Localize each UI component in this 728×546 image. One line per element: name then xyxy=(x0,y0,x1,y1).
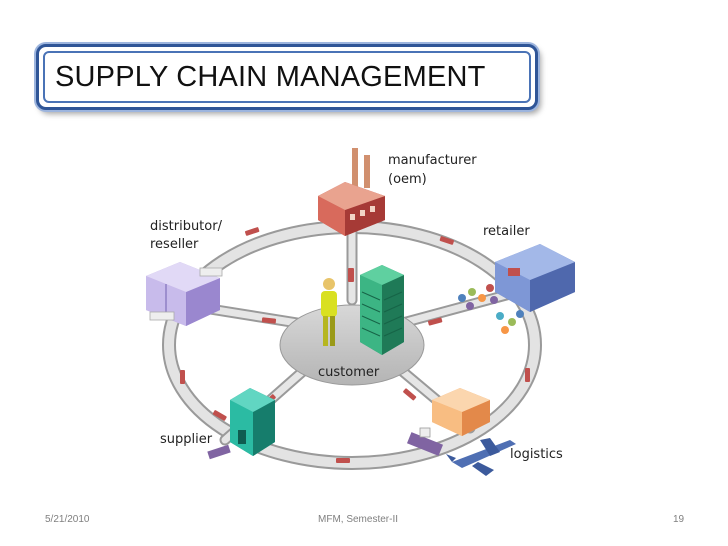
title-box: SUPPLY CHAIN MANAGEMENT xyxy=(36,44,538,110)
truck-icon xyxy=(406,388,490,456)
footer-date: 5/21/2010 xyxy=(45,514,90,525)
airplane-icon xyxy=(446,438,516,476)
diagram-labels: manufacturer (oem) retailer distributor/… xyxy=(150,153,563,462)
manufacturer-sublabel: (oem) xyxy=(388,172,427,187)
shopping-crowd-icon xyxy=(458,284,524,334)
slide-title: SUPPLY CHAIN MANAGEMENT xyxy=(55,61,486,93)
store-icon xyxy=(495,244,575,312)
factory-icon xyxy=(318,148,385,236)
supplier-label: supplier xyxy=(160,432,213,447)
manufacturer-label: manufacturer xyxy=(388,153,477,168)
title-inner-border xyxy=(43,51,531,103)
distributor-sublabel: reseller xyxy=(150,237,199,252)
retailer-label: retailer xyxy=(483,224,530,239)
logistics-label: logistics xyxy=(510,447,563,462)
office-building-icon xyxy=(360,265,404,355)
customer-label: customer xyxy=(318,365,380,380)
footer-page-number: 19 xyxy=(673,514,685,525)
footer-course: MFM, Semester-II xyxy=(318,514,399,525)
flow-markers xyxy=(180,227,530,463)
supplier-building-icon xyxy=(207,388,275,460)
warehouse-icon xyxy=(146,262,223,326)
distributor-label: distributor/ xyxy=(150,219,223,234)
person-icon xyxy=(321,278,337,346)
